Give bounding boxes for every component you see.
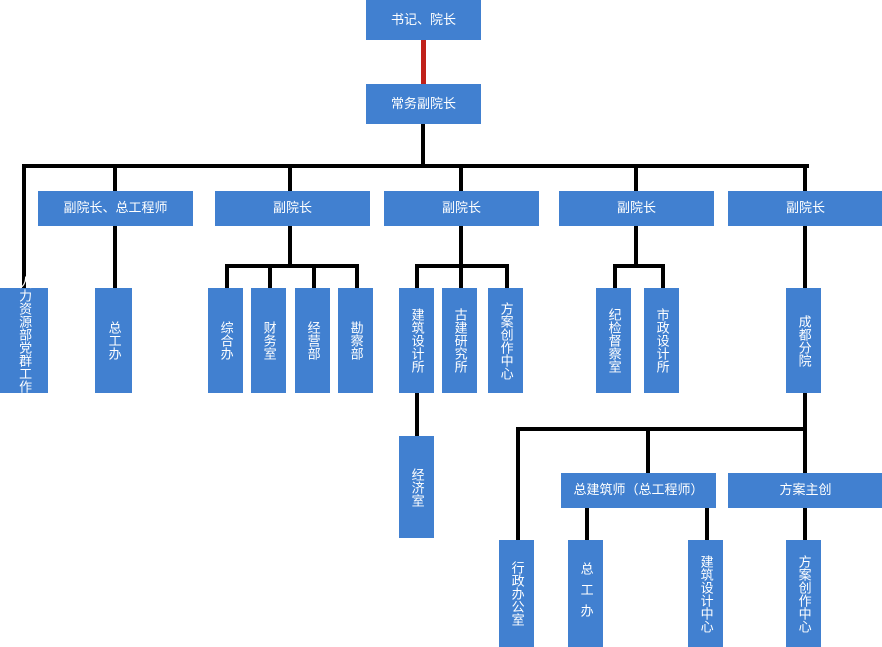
node-branch-chief-engineer-office[interactable]: 总工办	[568, 540, 603, 647]
connector-schemelead-to-scheme-creation-center	[803, 508, 807, 540]
connector-vicedean2-stem	[288, 226, 292, 266]
connector-chiefarchitect-to-chief-engineer-office	[585, 508, 589, 540]
connector-drop-general-office	[225, 264, 229, 290]
connector-drop-vice-dean-1	[113, 164, 117, 192]
connector-chiefarchitect-to-arch-design-center	[705, 508, 709, 540]
connector-chengdu-stem	[803, 393, 807, 430]
node-vice-dean-3[interactable]: 副院长	[384, 191, 539, 226]
connector-drop-vice-dean-3	[459, 164, 463, 192]
node-vice-dean-4[interactable]: 副院长	[559, 191, 714, 226]
connector-drop-operations-dept	[312, 264, 316, 290]
node-executive-vice-dean[interactable]: 常务副院长	[366, 84, 481, 124]
connector-drop-ancient-arch-research	[459, 264, 463, 290]
connector-drop-survey-dept	[355, 264, 359, 290]
node-chief-architect[interactable]: 总建筑师（总工程师）	[561, 473, 716, 508]
node-vice-dean-5[interactable]: 副院长	[728, 191, 882, 226]
connector-main-bus	[22, 164, 809, 168]
connector-vicedean4-bus	[613, 264, 665, 268]
node-vice-dean-2[interactable]: 副院长	[215, 191, 370, 226]
connector-drop-vice-dean-5	[803, 164, 807, 192]
connector-drop-administrative-office	[516, 427, 520, 540]
node-operations-dept[interactable]: 经营部	[295, 288, 330, 393]
node-vice-dean-chief-engineer[interactable]: 副院长、总工程师	[38, 191, 193, 226]
node-scheme-creation-center[interactable]: 方案创作中心	[488, 288, 523, 393]
connector-drop-vice-dean-2	[288, 164, 292, 192]
connector-chengdu-bus	[516, 427, 807, 431]
connector-drop-hr-party	[22, 164, 26, 290]
node-economics-office[interactable]: 经济室	[399, 436, 434, 538]
node-secretary-dean[interactable]: 书记、院长	[366, 0, 481, 40]
connector-drop-finance-office	[268, 264, 272, 290]
node-chengdu-branch[interactable]: 成都分院	[786, 288, 821, 393]
node-party-work-dept-label: 党群工作部	[17, 340, 33, 406]
connector-executive-stem	[421, 124, 425, 167]
node-administrative-office[interactable]: 行政办公室	[499, 540, 534, 647]
connector-secretary-to-executive	[421, 40, 426, 84]
node-discipline-inspection-office[interactable]: 纪检督察室	[596, 288, 631, 393]
node-architectural-design-center[interactable]: 建筑设计中心	[688, 540, 723, 647]
connector-drop-vice-dean-4	[634, 164, 638, 192]
connector-vicedean5-to-chengdu-branch	[803, 226, 807, 290]
node-survey-dept[interactable]: 勘察部	[338, 288, 373, 393]
connector-drop-chief-architect	[646, 427, 650, 475]
node-hr-and-party-dept[interactable]: 人力资源部党群工作部	[0, 276, 48, 406]
connector-vicedean4-stem	[634, 226, 638, 266]
connector-vicedean2-bus	[225, 264, 359, 268]
node-architectural-design-institute[interactable]: 建筑设计所	[399, 288, 434, 393]
connector-drop-discipline-inspection	[613, 264, 617, 290]
connector-drop-municipal-design	[661, 264, 665, 290]
node-chief-engineer-office[interactable]: 总工办	[95, 288, 132, 393]
connector-vicedean3-stem	[459, 226, 463, 266]
node-finance-office[interactable]: 财务室	[251, 288, 286, 393]
node-scheme-lead[interactable]: 方案主创	[728, 473, 882, 508]
connector-archinstitute-to-economics-office	[415, 393, 419, 437]
node-ancient-architecture-research[interactable]: 古建研究所	[442, 288, 477, 393]
node-general-office[interactable]: 综合办	[208, 288, 243, 393]
connector-vicedean1-to-chief-engineer-office	[113, 226, 117, 290]
node-municipal-design-institute[interactable]: 市政设计所	[644, 288, 679, 393]
connector-drop-scheme-lead	[803, 427, 807, 475]
node-hr-dept-label: 人力资源部	[17, 275, 33, 341]
connector-drop-scheme-creation-center	[505, 264, 509, 290]
connector-drop-arch-design-institute	[415, 264, 419, 290]
node-branch-scheme-creation-center[interactable]: 方案创作中心	[786, 540, 821, 647]
